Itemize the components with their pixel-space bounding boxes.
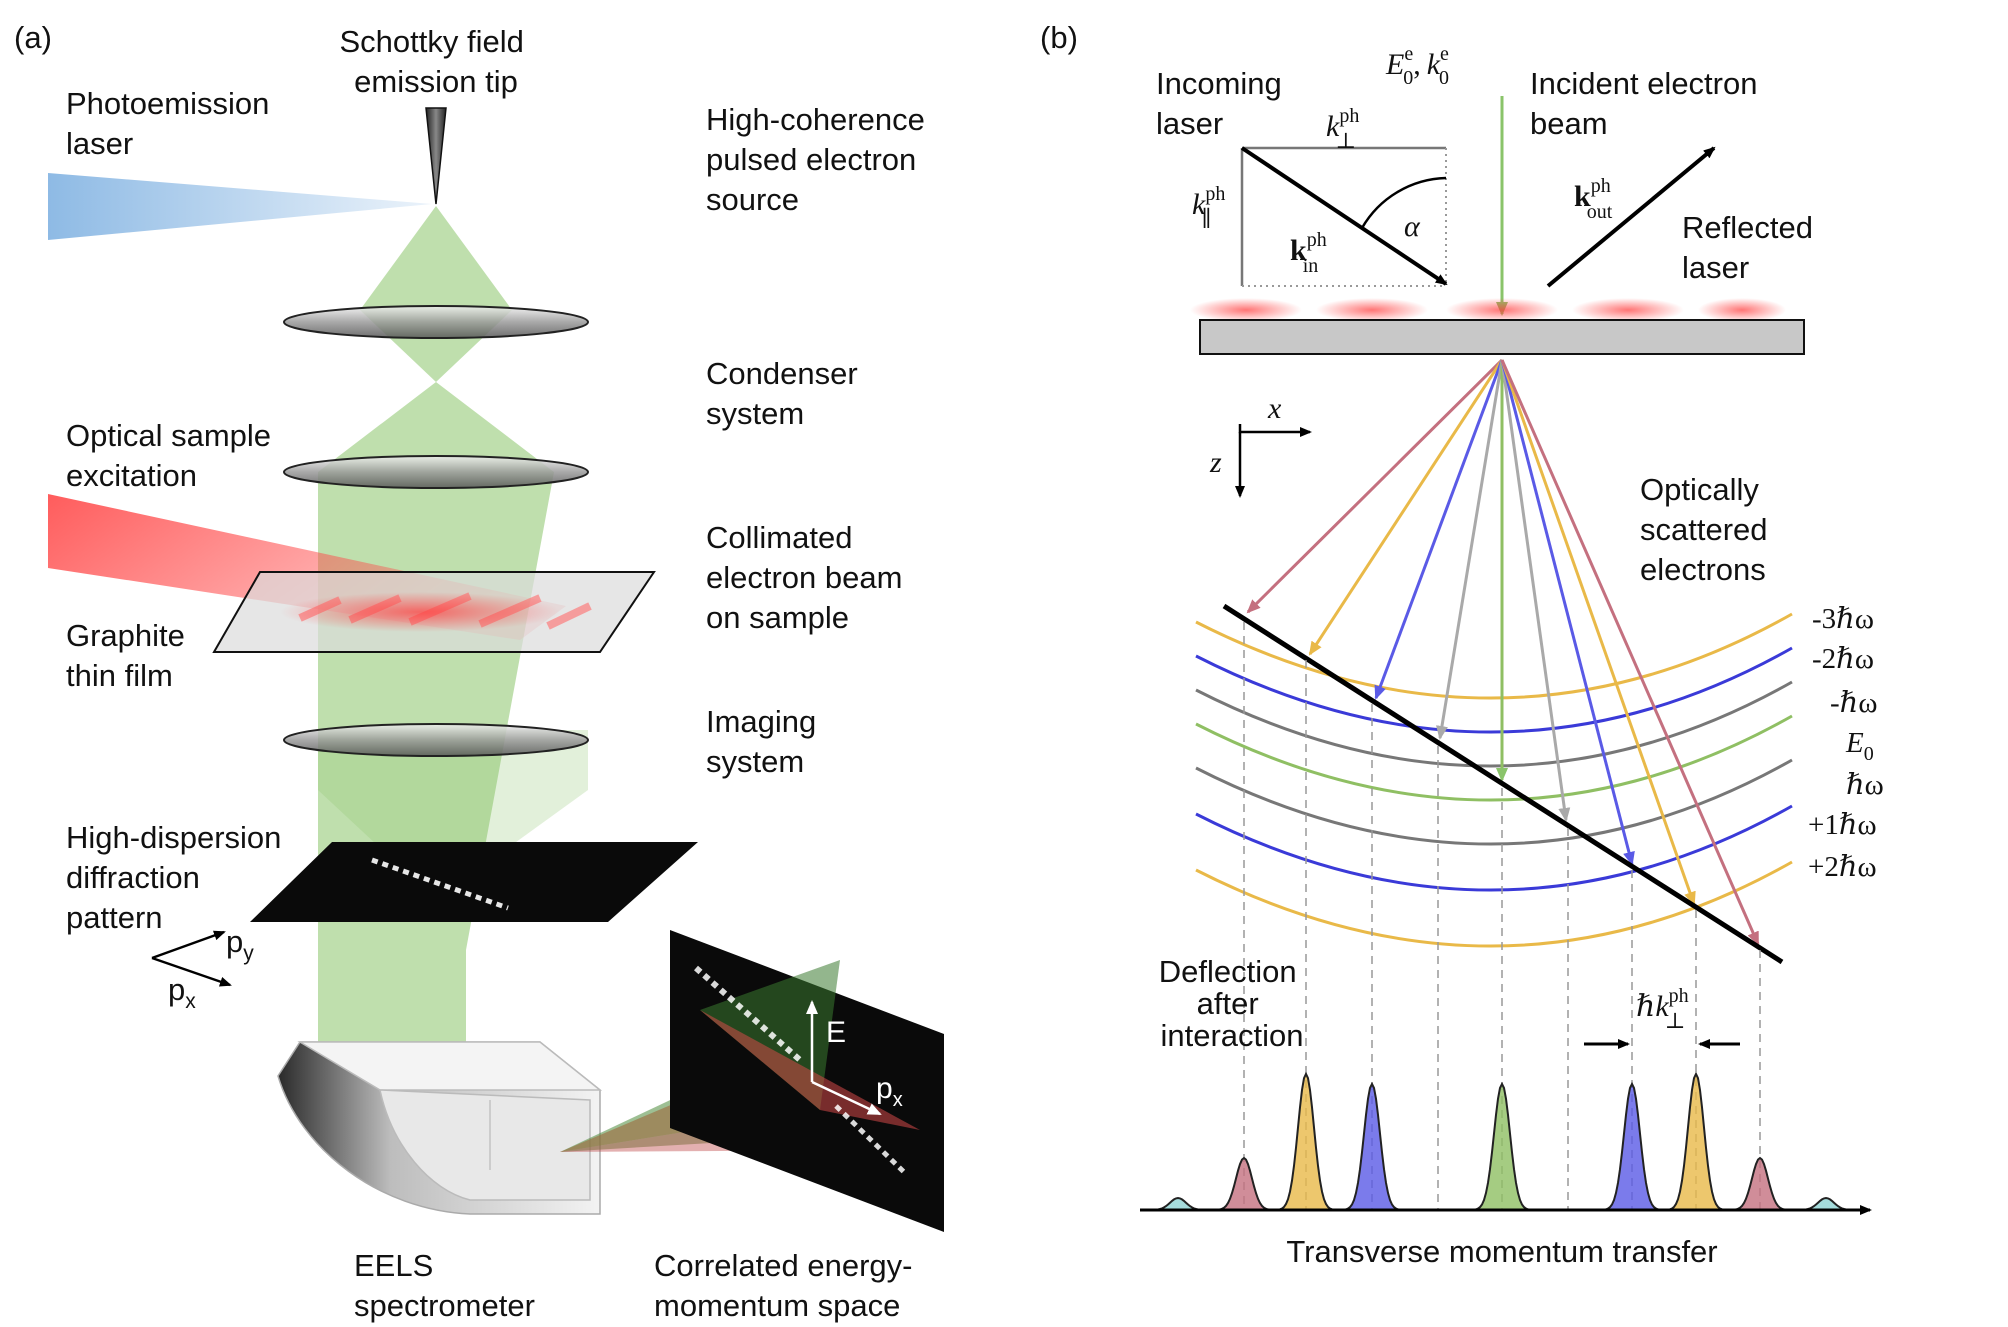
photoemission-laser-beam bbox=[48, 173, 432, 240]
order-label: -ℏω bbox=[1830, 687, 1877, 719]
optical-excitation-label: Optical sample excitation bbox=[66, 418, 280, 493]
eels-label: EELS spectrometer bbox=[354, 1248, 535, 1323]
energy-parabolas bbox=[1195, 612, 1793, 948]
diffraction-pattern-screen bbox=[250, 842, 698, 922]
incoming-laser-label: Incoming laser bbox=[1156, 66, 1290, 141]
hk-perp-label: ℏkph⊥ bbox=[1636, 985, 1689, 1033]
scattered-electron-arrows bbox=[1246, 358, 1760, 946]
px-label: px bbox=[168, 972, 196, 1013]
detection-line bbox=[1222, 603, 1784, 965]
z-axis-label: z bbox=[1209, 446, 1222, 479]
imaging-label: Imaging system bbox=[706, 704, 825, 779]
panel-b-label: (b) bbox=[1040, 20, 1078, 55]
spectrum-peak bbox=[1729, 1156, 1791, 1211]
panel-b: (b) Incoming laser Incident electron bea… bbox=[1040, 20, 1884, 1269]
diffraction-label: High-dispersion diffraction pattern bbox=[66, 820, 290, 935]
order-label: ℏω bbox=[1846, 769, 1884, 801]
screen-px-label: px bbox=[876, 1072, 903, 1111]
condenser-label: Condenser system bbox=[706, 356, 866, 431]
energy-axis-label: E bbox=[826, 1016, 846, 1049]
spectrum-peak bbox=[1341, 1081, 1403, 1211]
py-label: py bbox=[226, 924, 254, 965]
spectrum-peak bbox=[1148, 1196, 1208, 1211]
order-label: -2ℏω bbox=[1812, 643, 1874, 675]
scattered-electrons-label: Optically scattered electrons bbox=[1640, 472, 1776, 587]
spectrum-peak bbox=[1665, 1071, 1727, 1211]
order-labels: -3ℏω -2ℏω -ℏω E0 ℏω +1ℏω +2ℏω bbox=[1808, 603, 1884, 883]
k-triangle bbox=[1240, 146, 1448, 287]
x-axis-label: x bbox=[1267, 392, 1282, 425]
near-field-spots bbox=[1190, 298, 1786, 322]
k-par-label: kph∥ bbox=[1192, 183, 1225, 231]
emission-tip bbox=[425, 107, 447, 205]
spectrum-peak bbox=[1601, 1081, 1663, 1211]
order-label: +1ℏω bbox=[1808, 809, 1877, 841]
order-label: +2ℏω bbox=[1808, 851, 1877, 883]
spectrum-peak bbox=[1275, 1071, 1337, 1211]
graphite-label: Graphite thin film bbox=[66, 618, 194, 693]
energy-momentum-screen: E px bbox=[670, 930, 944, 1232]
condenser-lens-lower bbox=[283, 455, 589, 489]
e0-order-label: E0 bbox=[1845, 727, 1874, 765]
axis-title: Transverse momentum transfer bbox=[1286, 1234, 1717, 1269]
deflection-label: Deflection after interaction bbox=[1159, 954, 1305, 1053]
reflected-laser-arrow bbox=[1546, 146, 1716, 288]
condenser-lens-upper bbox=[283, 305, 589, 339]
source-label: High-coherence pulsed electron source bbox=[706, 102, 933, 217]
photoemission-label: Photoemission laser bbox=[66, 86, 278, 161]
alpha-label: α bbox=[1404, 210, 1421, 243]
collimated-label: Collimated electron beam on sample bbox=[706, 520, 911, 635]
correlated-label: Correlated energy- momentum space bbox=[654, 1248, 921, 1323]
k-perp-label: kph⊥ bbox=[1326, 105, 1359, 153]
xz-axes bbox=[1235, 424, 1312, 498]
graphite-sample bbox=[212, 571, 656, 653]
panel-a: (a) bbox=[14, 20, 944, 1323]
reflected-laser-label: Reflected laser bbox=[1682, 210, 1822, 285]
imaging-lens bbox=[283, 723, 589, 757]
momentum-axes bbox=[151, 930, 232, 987]
eels-spectrometer bbox=[277, 1041, 603, 1215]
incident-beam-label: Incident electron beam bbox=[1530, 66, 1766, 141]
spectrum-peaks bbox=[1148, 1071, 1856, 1211]
spectrum-peak bbox=[1796, 1196, 1856, 1211]
tip-label: Schottky field emission tip bbox=[340, 24, 533, 99]
order-label: -3ℏω bbox=[1812, 603, 1874, 635]
spectrum-peak bbox=[1213, 1156, 1275, 1211]
sample-slab bbox=[1199, 319, 1805, 355]
panel-a-label: (a) bbox=[14, 20, 52, 55]
spectrum-peak bbox=[1471, 1081, 1533, 1211]
